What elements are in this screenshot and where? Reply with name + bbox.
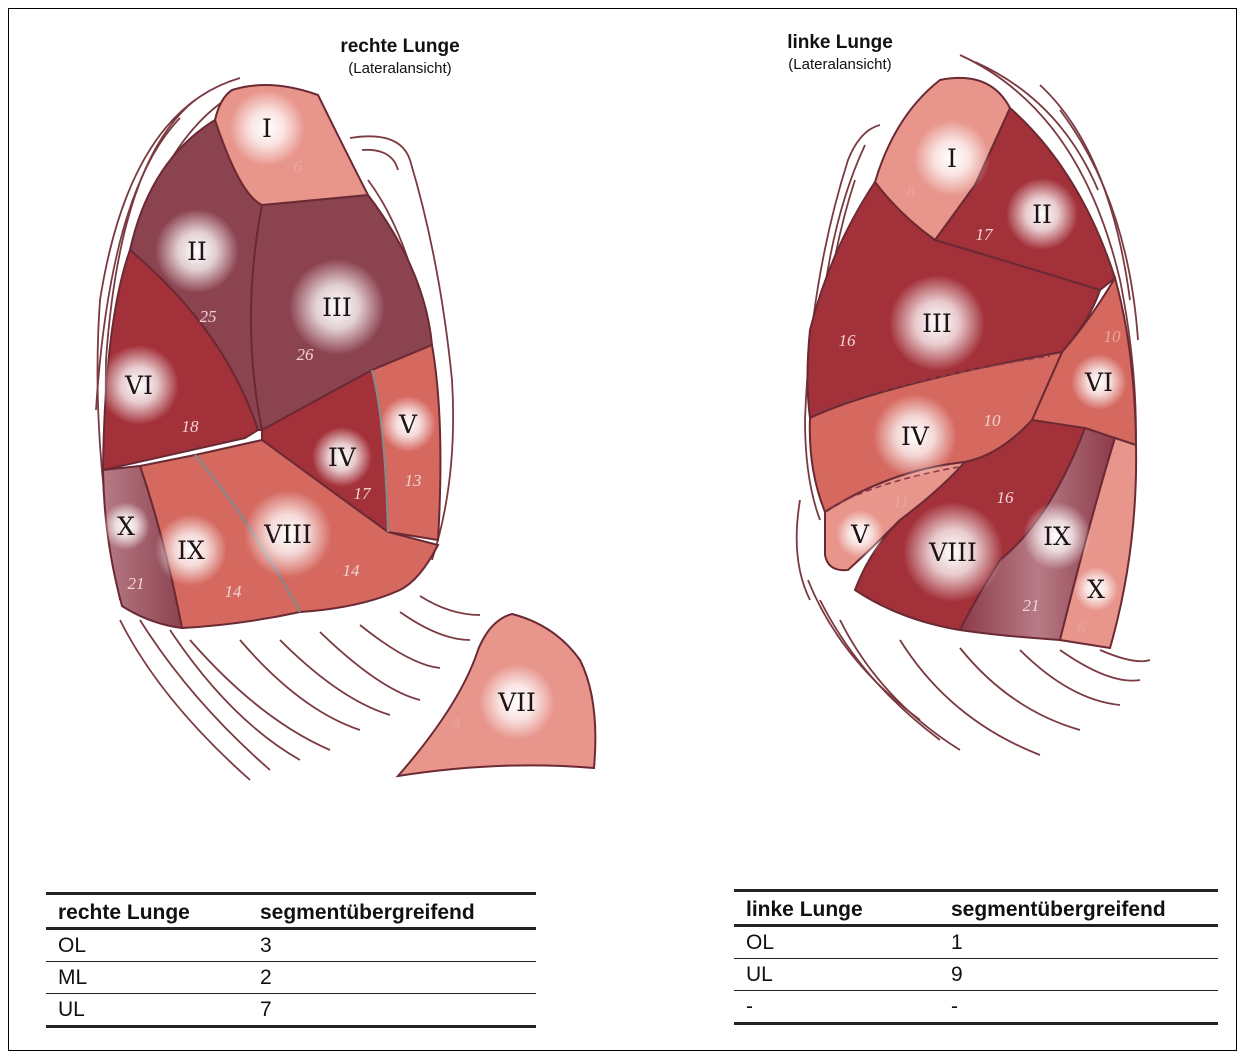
- right-segment-count: 26: [297, 345, 315, 364]
- right-segment-count: 14: [225, 582, 243, 601]
- right-segment-label: V: [398, 410, 418, 439]
- left-segment-label: V: [850, 520, 870, 549]
- left-segment-label: IV: [901, 422, 930, 451]
- right-segment-label: VII: [497, 688, 536, 717]
- right-table-header-lung: rechte Lunge: [46, 894, 248, 929]
- left-segment-count: 21: [1023, 596, 1040, 615]
- left-segment-count: 17: [976, 225, 995, 244]
- right-segment-count: 25: [200, 307, 217, 326]
- table-cell: OL: [734, 926, 939, 959]
- right-segment-label: IV: [328, 443, 357, 472]
- table-cell: ML: [46, 962, 248, 994]
- right-segment-count: 14: [343, 561, 361, 580]
- left-table-header-lung: linke Lunge: [734, 891, 939, 926]
- table-cell: 2: [248, 962, 536, 994]
- right-segment-label: VI: [124, 371, 153, 400]
- right-lung-table: rechte Lunge segmentübergreifend OL 3 ML…: [46, 892, 536, 1028]
- left-segment-label: VI: [1084, 368, 1113, 397]
- left-segment-count: 11: [893, 492, 909, 511]
- table-cell: 1: [939, 926, 1218, 959]
- table-header-row: linke Lunge segmentübergreifend: [734, 891, 1218, 926]
- table-cell: 7: [248, 994, 536, 1027]
- table-cell: -: [734, 991, 939, 1024]
- left-segment-label: III: [922, 309, 952, 338]
- right-segment-label: II: [187, 237, 207, 266]
- right-segment-count: 13: [405, 471, 422, 490]
- left-segment-label: X: [1087, 575, 1105, 604]
- table-row: ML 2: [46, 962, 536, 994]
- table-header-row: rechte Lunge segmentübergreifend: [46, 894, 536, 929]
- left-segment-count: 16: [839, 331, 857, 350]
- right-table-header-segment: segmentübergreifend: [248, 894, 536, 929]
- right-segment-label: III: [322, 293, 352, 322]
- table-row: - -: [734, 991, 1218, 1024]
- table-cell: -: [939, 991, 1218, 1024]
- left-lung-table: linke Lunge segmentübergreifend OL 1 UL …: [734, 889, 1218, 1025]
- left-segment-label: I: [947, 144, 957, 173]
- left-segment-label: IX: [1043, 522, 1071, 551]
- right-segment-label: X: [117, 512, 135, 541]
- right-segment-count: 6: [294, 157, 303, 176]
- table-row: OL 3: [46, 929, 536, 962]
- left-segment-count: 8: [907, 182, 916, 201]
- table-cell: OL: [46, 929, 248, 962]
- table-cell: 3: [248, 929, 536, 962]
- left-segment-count: 10: [984, 411, 1002, 430]
- left-table-header-segment: segmentübergreifend: [939, 891, 1218, 926]
- left-segment-count: 10: [1104, 327, 1122, 346]
- right-segment-count: 18: [182, 417, 200, 436]
- left-segment-count: 6: [1077, 618, 1086, 637]
- table-cell: UL: [46, 994, 248, 1027]
- left-segment-label: II: [1032, 200, 1052, 229]
- table-row: UL 9: [734, 959, 1218, 991]
- left-segment-count: 16: [997, 488, 1015, 507]
- right-segment-count: 4: [452, 714, 461, 733]
- table-cell: UL: [734, 959, 939, 991]
- right-segment-count: 21: [128, 574, 145, 593]
- right-segment-label: I: [262, 114, 272, 143]
- left-segment-label: VIII: [928, 538, 977, 567]
- table-row: UL 7: [46, 994, 536, 1027]
- table-cell: 9: [939, 959, 1218, 991]
- right-segment-label: IX: [177, 536, 205, 565]
- right-segment-label: VIII: [263, 520, 312, 549]
- table-row: OL 1: [734, 926, 1218, 959]
- right-segment-count: 17: [354, 484, 373, 503]
